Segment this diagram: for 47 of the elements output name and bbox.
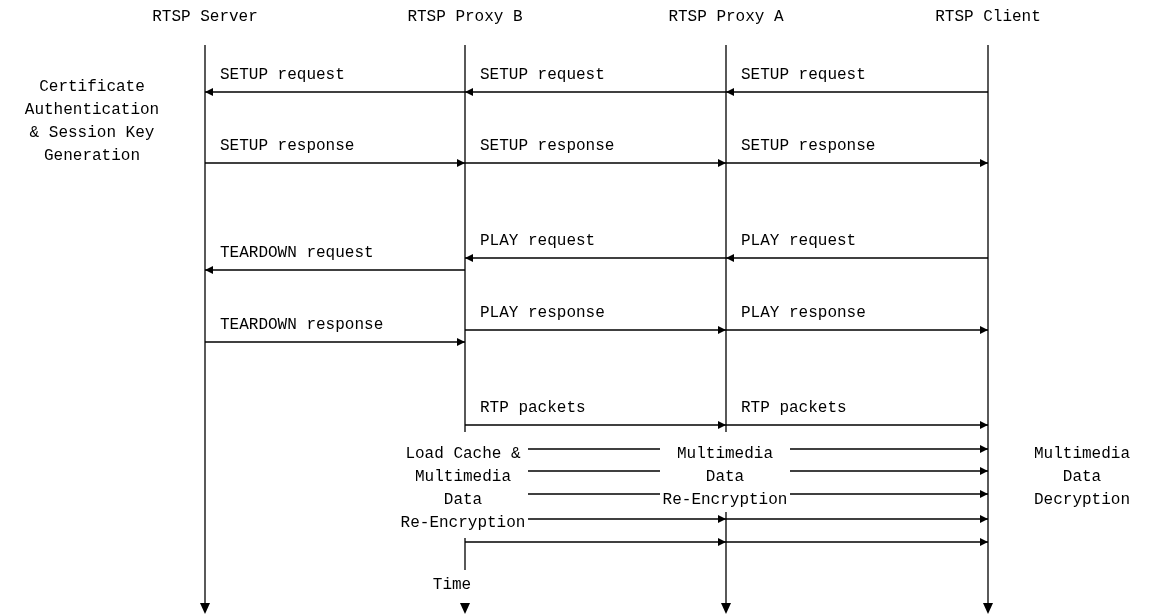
message-arrow	[464, 254, 727, 262]
edge-label: SETUP request	[741, 65, 866, 85]
edge-label: PLAY response	[741, 303, 866, 323]
message-arrow	[527, 515, 727, 523]
edge-label: TEARDOWN response	[220, 315, 384, 335]
edge-label: RTP packets	[741, 398, 847, 418]
process-text: Multimedia Data Re-Encryption	[660, 443, 790, 512]
message-arrow	[725, 515, 989, 523]
message-arrow	[725, 538, 989, 546]
edge-label: SETUP response	[741, 136, 876, 156]
message-arrow	[789, 445, 989, 453]
message-arrow	[789, 490, 989, 498]
connector-line	[527, 470, 661, 472]
message-arrow	[725, 159, 989, 167]
message-arrow	[725, 326, 989, 334]
edge-label: PLAY request	[741, 231, 857, 251]
edge-label: PLAY response	[480, 303, 605, 323]
message-arrow	[725, 254, 989, 262]
connector-line	[527, 448, 661, 450]
message-arrow	[204, 159, 466, 167]
edge-label: SETUP response	[480, 136, 615, 156]
process-text: Load Cache & Multimedia Data Re-Encryption	[398, 443, 528, 535]
message-arrow	[725, 421, 989, 429]
participant-label: RTSP Server	[152, 7, 258, 27]
message-arrow	[464, 326, 727, 334]
annotation-text: Certificate Authentication & Session Key Generation	[23, 77, 161, 167]
participant-label: RTSP Client	[935, 7, 1041, 27]
message-arrow	[464, 88, 727, 96]
message-arrow	[464, 421, 727, 429]
message-arrow	[789, 467, 989, 475]
message-arrow	[464, 159, 727, 167]
connector-line	[527, 493, 661, 495]
edge-label: SETUP response	[220, 136, 355, 156]
participant-label: RTSP Proxy A	[668, 7, 784, 27]
message-arrow	[204, 266, 466, 274]
edge-label: SETUP request	[220, 65, 345, 85]
edge-label: RTP packets	[480, 398, 586, 418]
annotation-text: Time	[431, 575, 473, 596]
edge-label: TEARDOWN request	[220, 243, 374, 263]
participant-label: RTSP Proxy B	[407, 7, 523, 27]
message-arrow	[725, 88, 989, 96]
message-arrow	[464, 538, 727, 546]
annotation-text: Multimedia Data Decryption	[1033, 444, 1131, 511]
edge-label: PLAY request	[480, 231, 596, 251]
edge-label: SETUP request	[480, 65, 605, 85]
message-arrow	[204, 88, 466, 96]
message-arrow	[204, 338, 466, 346]
